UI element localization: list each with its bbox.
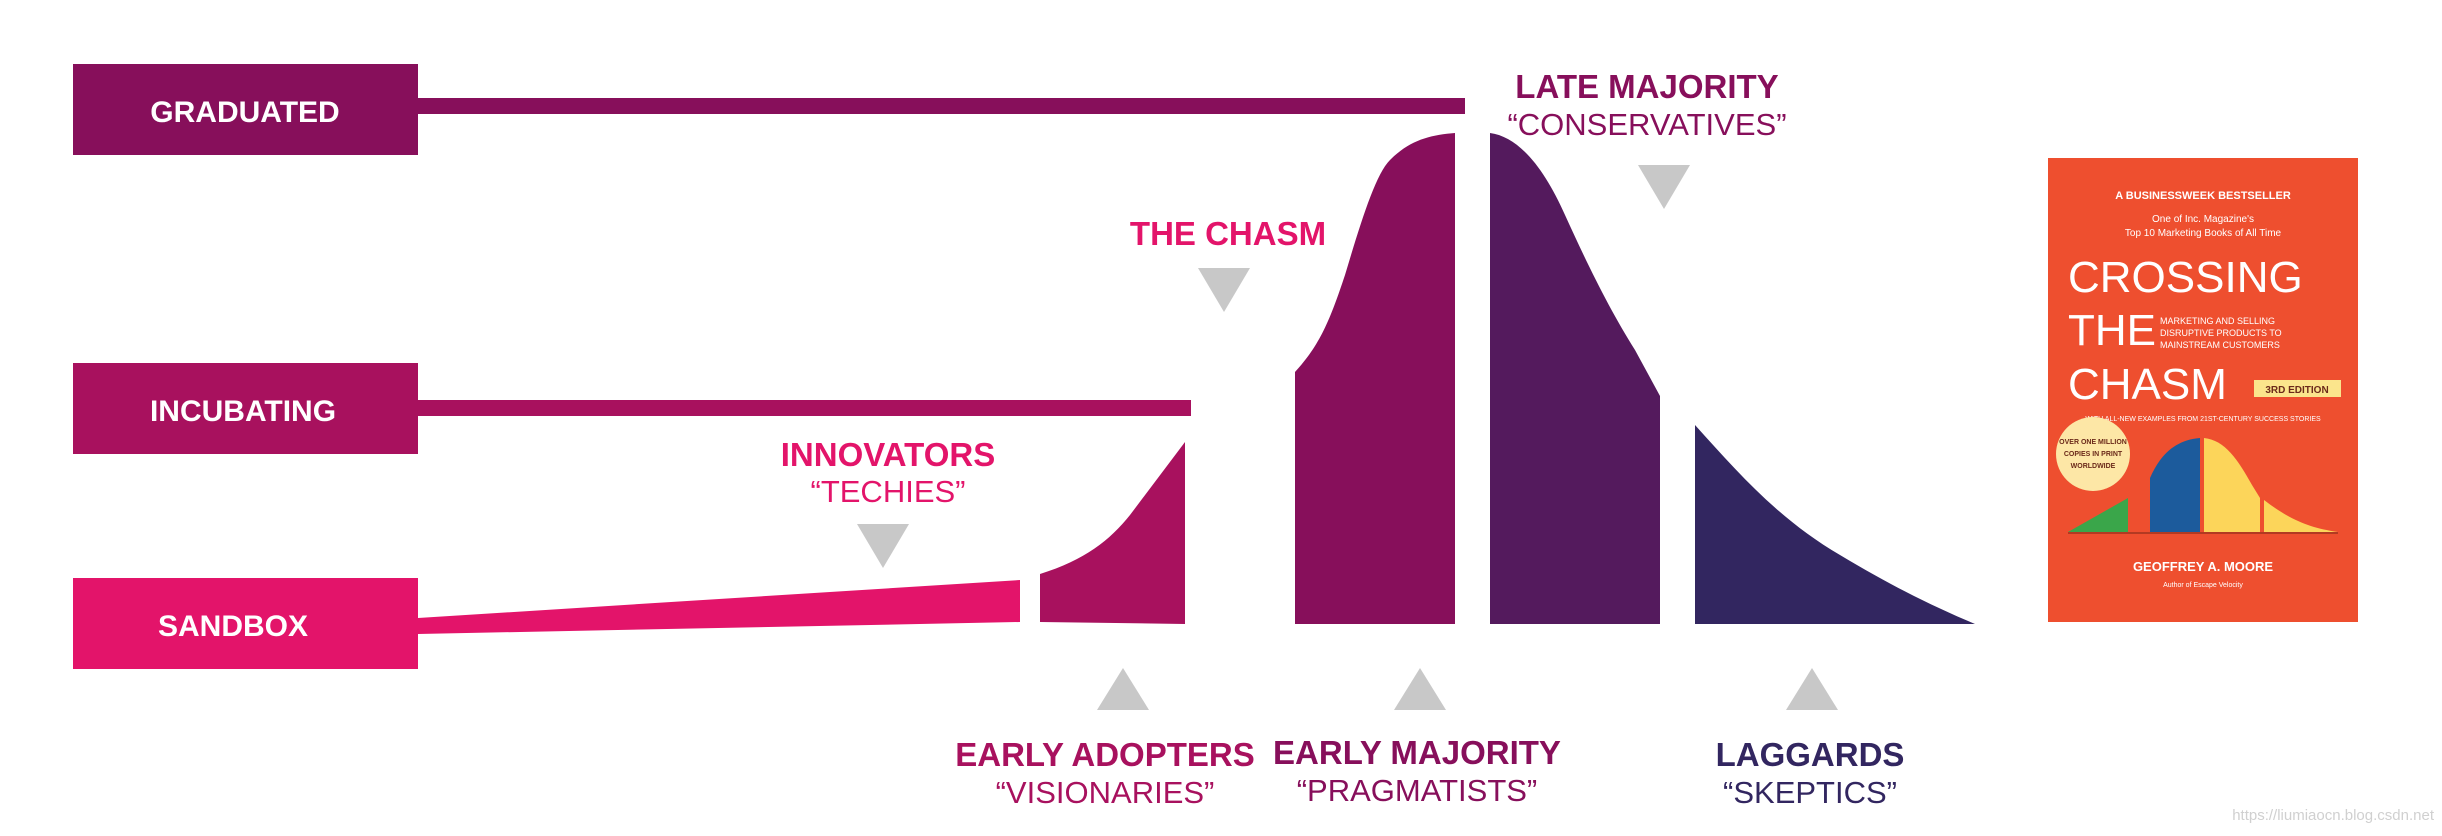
early-majority-subtitle: “PRAGMATISTS”: [1297, 773, 1538, 808]
stage-incubating-box: [73, 363, 418, 454]
book-subtitle-line-3: MAINSTREAM CUSTOMERS: [2160, 340, 2280, 350]
stage-incubating-line: [418, 400, 1191, 416]
early-adopters-subtitle: “VISIONARIES”: [996, 775, 1215, 810]
watermark: https://liumiaocn.blog.csdn.net: [2232, 807, 2435, 824]
book-badge-line-2: COPIES IN PRINT: [2064, 451, 2123, 458]
stage-graduated-line: [418, 98, 1465, 114]
late-majority-title: LATE MAJORITY: [1515, 68, 1778, 105]
chasm-title: THE CHASM: [1130, 215, 1326, 252]
book-title-line-1: CROSSING: [2068, 253, 2303, 302]
marker-early-majority: [1394, 668, 1446, 710]
book-badge-line-3: WORLDWIDE: [2071, 463, 2116, 470]
late-majority-subtitle: “CONSERVATIVES”: [1507, 107, 1786, 142]
book-examples-line: WITH ALL-NEW EXAMPLES FROM 21ST-CENTURY …: [2085, 416, 2321, 423]
curve-early-majority: [1295, 133, 1455, 624]
stage-graduated-box: [73, 64, 418, 155]
book-title-line-2: THE: [2068, 306, 2156, 355]
innovators-title: INNOVATORS: [781, 436, 996, 473]
book-mini-curve-blue: [2150, 438, 2200, 532]
book-author-note: Author of Escape Velocity: [2163, 582, 2243, 589]
early-adopters-title: EARLY ADOPTERS: [955, 736, 1255, 773]
book-subtitle-line-2: DISRUPTIVE PRODUCTS TO: [2160, 328, 2282, 338]
early-majority-title: EARLY MAJORITY: [1273, 734, 1561, 771]
book-praise-line-2: Top 10 Marketing Books of All Time: [2125, 228, 2282, 239]
curve-laggards: [1695, 425, 1975, 624]
book-subtitle-line-1: MARKETING AND SELLING: [2160, 316, 2275, 326]
book-bestseller-line: A BUSINESSWEEK BESTSELLER: [2115, 190, 2291, 202]
stage-incubating-label: INCUBATING: [150, 395, 336, 428]
marker-innovators: [857, 524, 909, 568]
marker-late-majority: [1638, 165, 1690, 209]
innovators-subtitle: “TECHIES”: [811, 474, 966, 509]
book-cover: A BUSINESSWEEK BESTSELLER One of Inc. Ma…: [2048, 158, 2358, 622]
marker-early-adopters: [1097, 668, 1149, 710]
stage-sandbox-label: SANDBOX: [158, 610, 308, 643]
book-edition-badge: [2254, 380, 2341, 397]
laggards-title: LAGGARDS: [1716, 736, 1905, 773]
stage-sandbox: SANDBOX: [73, 578, 418, 669]
book-mini-curve-yellow-right: [2264, 500, 2338, 532]
curve-innovators: [418, 580, 1020, 634]
stage-incubating: INCUBATING: [73, 363, 1191, 454]
stage-graduated-label: GRADUATED: [150, 96, 339, 129]
book-author: GEOFFREY A. MOORE: [2133, 559, 2273, 574]
stage-graduated: GRADUATED: [73, 64, 1465, 155]
book-title-line-3: CHASM: [2068, 360, 2227, 409]
book-mini-curve-axis: [2068, 532, 2338, 534]
book-edition-label: 3RD EDITION: [2265, 385, 2328, 396]
book-mini-curve-green: [2068, 498, 2128, 532]
book-million-copies-badge: [2056, 417, 2130, 491]
curve-late-majority: [1490, 133, 1660, 624]
book-badge-line-1: OVER ONE MILLION: [2059, 439, 2127, 446]
stage-sandbox-box: [73, 578, 418, 669]
laggards-subtitle: “SKEPTICS”: [1723, 775, 1897, 810]
marker-chasm: [1198, 268, 1250, 312]
book-praise-line-1: One of Inc. Magazine's: [2152, 214, 2254, 225]
book-mini-curve-yellow: [2204, 438, 2260, 532]
curve-early-adopters: [1040, 442, 1185, 624]
marker-laggards: [1786, 668, 1838, 710]
